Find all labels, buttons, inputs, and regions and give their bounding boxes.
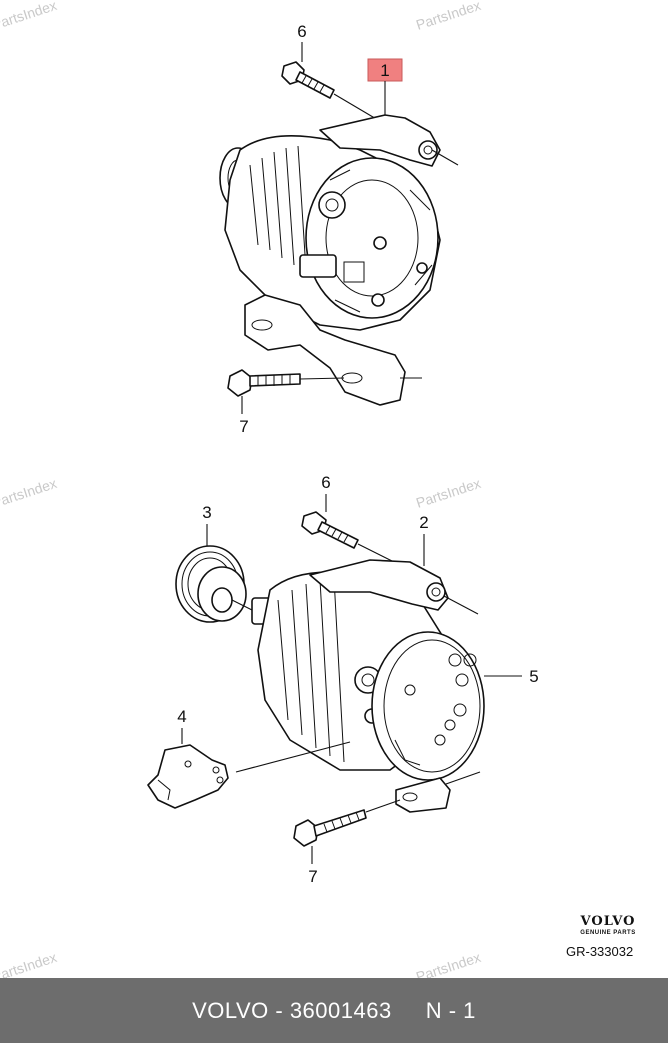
rear-cover-5 [371,631,485,781]
diagram-reference: GR-333032 [566,944,634,959]
bolt-6-bottom [301,511,359,549]
callout-6-top[interactable]: 6 [297,22,306,41]
callout-2[interactable]: 2 [419,513,428,532]
alternator-assembly-bottom: 6 2 3 [147,473,539,886]
callout-7-bottom[interactable]: 7 [308,867,317,886]
part-number-footer: VOLVO - 36001463 N - 1 [0,978,668,1043]
callout-6-bottom[interactable]: 6 [321,473,330,492]
callout-7-top[interactable]: 7 [239,417,248,436]
pulley-3 [175,545,247,623]
watermark: PartsIndex [0,475,59,511]
watermark: PartsIndex [0,0,59,33]
callout-4[interactable]: 4 [177,707,186,726]
brand-tagline: GENUINE PARTS [580,930,636,936]
callout-1[interactable]: 1 [380,61,389,80]
exploded-parts-diagram: PartsIndex PartsIndex PartsIndex PartsIn… [0,0,539,978]
watermark: PartsIndex [414,475,483,511]
watermark: PartsIndex [0,949,59,978]
lower-bracket-bottom [395,777,451,813]
part-number: VOLVO - 36001463 [192,997,392,1023]
alternator-assembly-top: 1 6 [219,22,459,436]
bolt-7-bottom [293,809,367,847]
watermark: PartsIndex [414,0,483,33]
watermark: PartsIndex [414,949,483,978]
connector-4 [147,744,229,809]
bolt-6-top [281,61,335,99]
alternator-body-top [219,114,441,406]
volvo-logo: VOLVO GENUINE PARTS [560,914,656,936]
callout-5[interactable]: 5 [529,667,538,686]
brand-name: VOLVO [580,914,636,929]
quantity: N - 1 [425,997,476,1023]
bolt-7-top [227,369,301,397]
callout-3[interactable]: 3 [202,503,211,522]
